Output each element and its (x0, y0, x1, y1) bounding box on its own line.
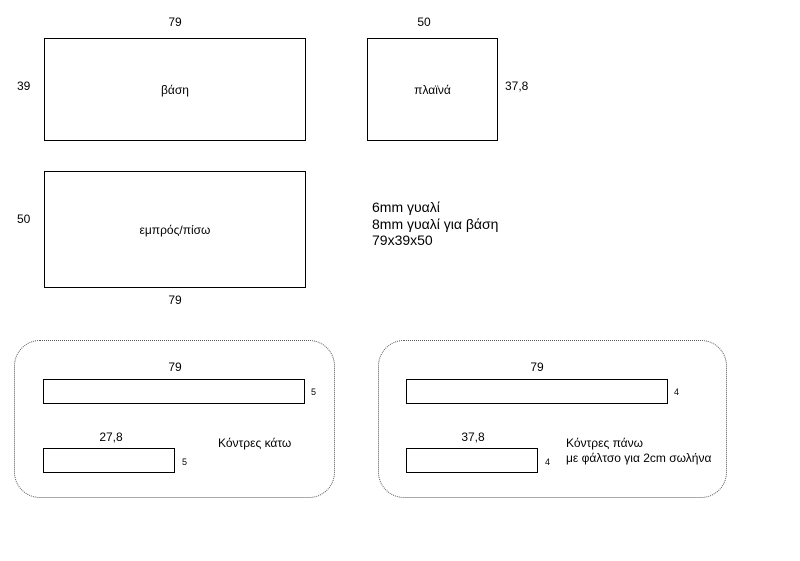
note-line: 6mm γυαλί (372, 199, 440, 215)
front-back-height-label: 50 (17, 212, 31, 226)
top-short-strip (406, 448, 538, 473)
sides-height-label: 37,8 (505, 79, 529, 93)
top-strips-group (378, 340, 727, 498)
base-panel-label: βάση (161, 82, 189, 97)
note-line: 79x39x50 (372, 232, 433, 248)
glass-notes: 6mm γυαλί 8mm γυαλί για βάση 79x39x50 (372, 199, 498, 249)
top-strips-caption-line2: με φάλτσο για 2cm σωλήνα (566, 451, 712, 465)
top-long-strip-height: 4 (674, 387, 680, 397)
top-long-strip (406, 379, 668, 404)
base-width-label: 79 (168, 15, 182, 29)
note-line: 8mm γυαλί για βάση (372, 215, 499, 232)
bottom-long-strip-length: 79 (168, 360, 182, 374)
bottom-strips-caption: Κόντρες κάτω (218, 436, 292, 450)
sides-panel: πλαϊνά (367, 38, 498, 141)
bottom-short-strip-length: 27,8 (99, 430, 123, 444)
base-panel: βάση (44, 38, 306, 141)
top-short-strip-height: 4 (545, 457, 551, 467)
bottom-strips-group (14, 340, 335, 498)
front-back-panel: εμπρός/πίσω (44, 171, 306, 288)
top-long-strip-length: 79 (530, 360, 544, 374)
bottom-long-strip-height: 5 (311, 387, 317, 397)
front-back-width-label: 79 (168, 293, 182, 307)
sides-panel-label: πλαϊνά (414, 82, 451, 97)
sides-width-label: 50 (417, 15, 431, 29)
bottom-short-strip-height: 5 (182, 457, 188, 467)
base-height-label: 39 (17, 79, 31, 93)
top-short-strip-length: 37,8 (461, 430, 485, 444)
bottom-long-strip (43, 379, 305, 404)
front-back-panel-label: εμπρός/πίσω (139, 222, 211, 237)
top-strips-caption-line1: Κόντρες πάνω (566, 436, 643, 450)
bottom-short-strip (43, 448, 175, 473)
